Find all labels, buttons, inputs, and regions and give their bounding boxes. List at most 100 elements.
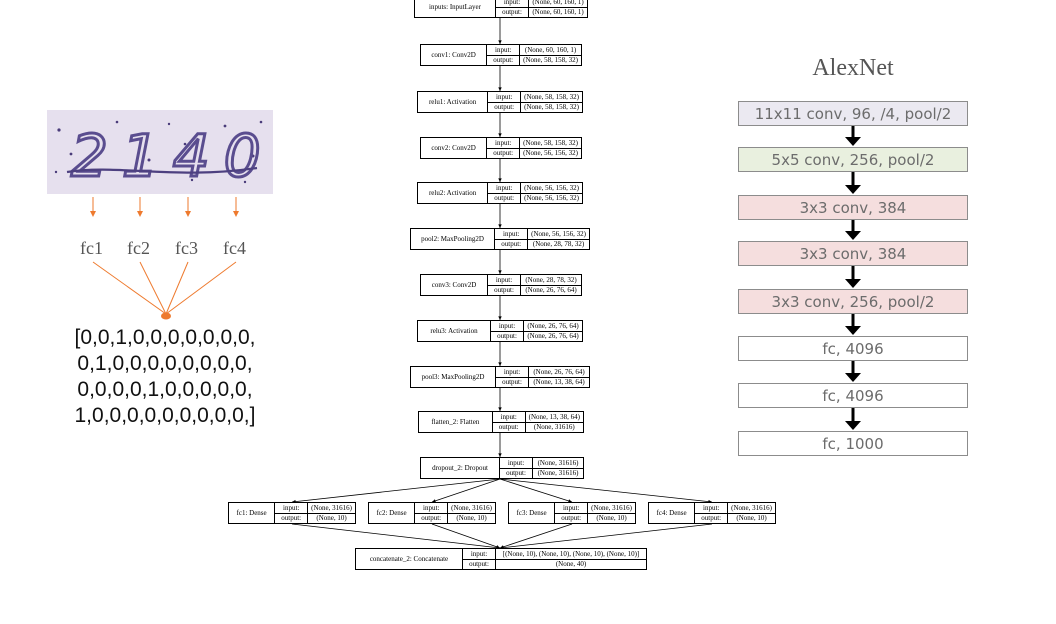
- layer-name: dropout_2: Dropout: [421, 458, 500, 478]
- fc-label-4: fc4: [223, 238, 246, 258]
- input-label: input:: [463, 549, 496, 559]
- output-label: output:: [491, 331, 524, 341]
- onehot-line: [0,0,1,0,0,0,0,0,0,0,: [74, 326, 256, 349]
- edge-dropout-to-head-2: [499, 478, 573, 503]
- merge-line-fc1: [92, 261, 167, 315]
- layer-shapes: input:(None, 56, 156, 32)output:(None, 5…: [488, 183, 582, 203]
- output-shape: (None, 58, 158, 32): [523, 56, 578, 65]
- layer-name: pool3: MaxPooling2D: [411, 367, 496, 387]
- input-label: input:: [493, 412, 526, 422]
- input-label: input:: [487, 45, 521, 55]
- input-label: input:: [275, 503, 309, 513]
- input-shape: (None, 26, 76, 64): [527, 321, 579, 330]
- onehot-line: 0,0,0,0,1,0,0,0,0,0,: [77, 378, 253, 401]
- alexnet-arrow-head: [845, 326, 861, 335]
- alexnet-arrow-head: [845, 137, 861, 146]
- output-shape: (None, 60, 160, 1): [532, 8, 584, 17]
- edge-layer-3-head: [498, 178, 502, 182]
- input-shape: (None, 56, 156, 32): [524, 183, 579, 192]
- input-row: input:(None, 28, 78, 32): [488, 275, 581, 285]
- edge-layer-7-head: [498, 362, 502, 366]
- layer-name: conv2: Conv2D: [421, 138, 488, 158]
- output-row: output:(None, 58, 158, 32): [487, 54, 581, 65]
- input-label: input:: [500, 458, 533, 468]
- output-label: output:: [488, 193, 522, 203]
- layer-name: relu1: Activation: [418, 92, 489, 112]
- edge-dropout-to-head-1-head: [432, 499, 436, 503]
- edge-layer-8-head: [498, 407, 502, 411]
- input-row: input:(None, 31616): [500, 458, 583, 468]
- layer-name: conv1: Conv2D: [421, 45, 488, 65]
- output-label: output:: [488, 285, 521, 295]
- fc-label-1: fc1: [80, 238, 103, 258]
- output-label: output:: [463, 559, 496, 569]
- onehot-label-vector: [0,0,1,0,0,0,0,0,0,0, 0,1,0,0,0,0,0,0,0,…: [40, 325, 290, 429]
- input-label: input:: [496, 367, 529, 377]
- layer-name: fc1: Dense: [229, 503, 276, 523]
- layer-shapes: input:(None, 60, 160, 1)output:(None, 58…: [487, 45, 581, 65]
- layer-shapes: input:(None, 26, 76, 64)output:(None, 26…: [491, 321, 582, 341]
- output-row: output:(None, 10): [695, 512, 775, 523]
- layer-name: inputs: InputLayer: [415, 0, 496, 17]
- input-row: input:(None, 60, 160, 1): [496, 0, 587, 7]
- layer-name: conv3: Conv2D: [421, 275, 488, 295]
- alexnet-block: 3x3 conv, 256, pool/2: [738, 289, 968, 314]
- layer-name: fc2: Dense: [369, 503, 416, 523]
- alexnet-block: fc, 4096: [738, 383, 968, 408]
- alexnet-arrow-head: [845, 279, 861, 288]
- alexnet-block: 5x5 conv, 256, pool/2: [738, 147, 968, 172]
- output-row: output:(None, 58, 158, 32): [488, 101, 582, 112]
- input-shape: (None, 58, 158, 32): [524, 92, 579, 101]
- alexnet-arrow-head: [845, 421, 861, 430]
- output-row: output:(None, 31616): [492, 421, 583, 432]
- layer-name: fc4: Dense: [649, 503, 696, 523]
- output-row: output:(None, 56, 156, 32): [487, 147, 581, 158]
- merge-point: [161, 312, 171, 320]
- output-label: output:: [415, 513, 449, 523]
- edge-layer-4-head: [498, 224, 502, 228]
- merge-line-fc4: [165, 261, 237, 315]
- edge-layer-2-head: [498, 133, 502, 137]
- input-row: input:(None, 60, 160, 1): [487, 45, 581, 55]
- output-row: output:(None, 13, 38, 64): [496, 376, 589, 387]
- output-row: output:(None, 40): [463, 558, 646, 569]
- layer-name: relu3: Activation: [418, 321, 491, 341]
- input-shape: (None, 31616): [451, 503, 492, 512]
- edge-head-to-concat-3: [499, 523, 713, 549]
- alexnet-block: 3x3 conv, 384: [738, 241, 968, 266]
- input-label: input:: [488, 183, 522, 193]
- alexnet-arrow-head: [845, 231, 861, 240]
- merge-line-fc3: [165, 261, 189, 315]
- input-label: input:: [695, 503, 729, 513]
- input-row: input:(None, 58, 158, 32): [487, 138, 581, 148]
- input-row: input:(None, 26, 76, 64): [491, 321, 582, 331]
- input-shape: (None, 31616): [591, 503, 632, 512]
- output-row: output:(None, 26, 76, 64): [488, 284, 581, 295]
- alexnet-arrow-head: [845, 185, 861, 194]
- input-row: input:(None, 56, 156, 32): [488, 183, 582, 193]
- output-row: output:(None, 10): [415, 512, 495, 523]
- input-label: input:: [488, 92, 522, 102]
- layer-shapes: input:(None, 31616)output:(None, 10): [695, 503, 775, 523]
- input-row: input:(None, 31616): [695, 503, 775, 513]
- onehot-line: 1,0,0,0,0,0,0,0,0,0,]: [74, 404, 256, 427]
- output-shape: (None, 26, 76, 64): [527, 332, 579, 341]
- output-row: output:(None, 56, 156, 32): [488, 192, 582, 203]
- input-label: input:: [415, 503, 449, 513]
- input-shape: (None, 26, 76, 64): [533, 367, 585, 376]
- output-shape: (None, 28, 78, 32): [532, 240, 585, 249]
- input-shape: (None, 31616): [731, 503, 772, 512]
- edge-dropout-to-head-1: [431, 478, 501, 503]
- input-row: input:(None, 31616): [555, 503, 635, 513]
- output-shape: (None, 13, 38, 64): [533, 378, 585, 387]
- fc-label-2: fc2: [127, 238, 150, 258]
